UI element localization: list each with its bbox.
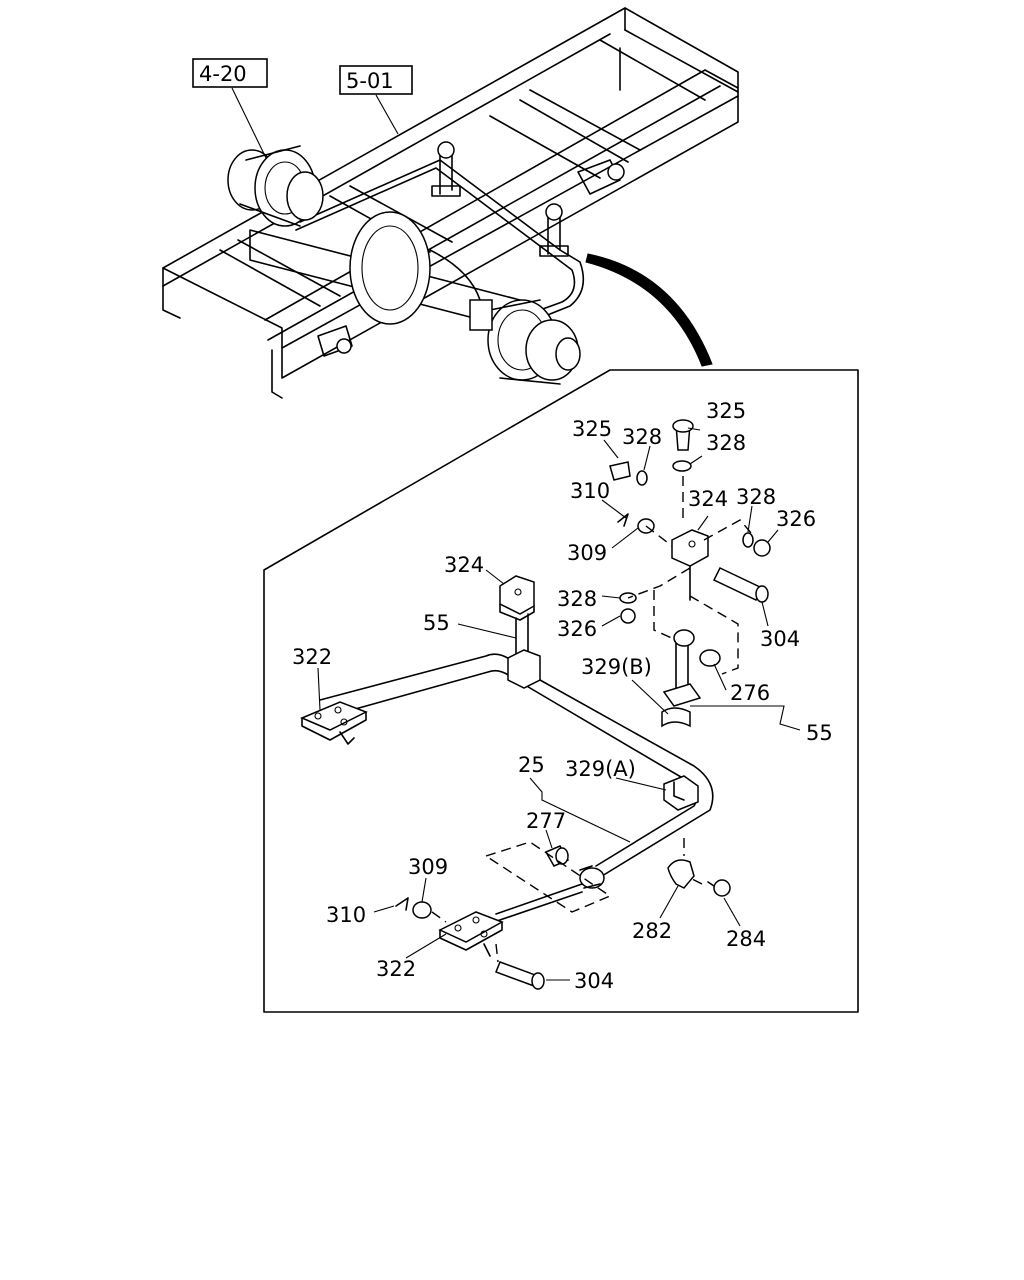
left-hub [227,145,324,227]
leader-lines [317,427,801,981]
callout-310: 310 [570,479,610,503]
callout-309: 309 [408,855,448,879]
stabilizer-assembly [300,419,771,990]
chassis-overview [162,7,739,399]
callout-322: 322 [376,957,416,981]
callout-310: 310 [326,903,366,927]
detail-frame [263,369,859,1013]
callout-304: 304 [760,627,800,651]
callout-325: 325 [706,399,746,423]
callout-324: 324 [444,553,484,577]
reference-label: 4-20 [199,62,247,86]
callout-326: 326 [776,507,816,531]
callout-329a: 329(A) [565,757,636,781]
callout-322: 322 [292,645,332,669]
callout-328: 328 [622,425,662,449]
callout-328: 328 [736,485,776,509]
callout-325: 325 [572,417,612,441]
callouts: 325 325 328 328 310 324 328 326 309 324 … [292,399,833,993]
reference-label: 5-01 [346,69,394,93]
reference-4-20: 4-20 [192,58,268,159]
callout-309: 309 [567,541,607,565]
callout-328: 328 [557,587,597,611]
callout-277: 277 [526,809,566,833]
callout-326: 326 [557,617,597,641]
right-hub [469,299,581,385]
reference-5-01: 5-01 [339,65,413,135]
callout-284: 284 [726,927,766,951]
callout-282: 282 [632,919,672,943]
callout-55: 55 [806,721,833,745]
callout-328: 328 [706,431,746,455]
callout-304: 304 [574,969,614,993]
callout-329b: 329(B) [581,655,652,679]
callout-276: 276 [730,681,770,705]
callout-55: 55 [423,611,450,635]
callout-324: 324 [688,487,728,511]
callout-25: 25 [518,753,545,777]
